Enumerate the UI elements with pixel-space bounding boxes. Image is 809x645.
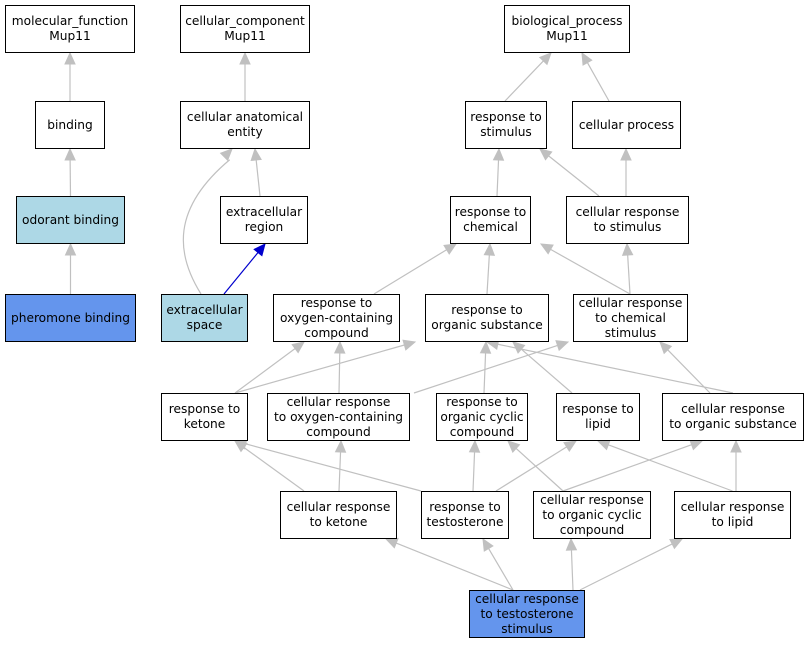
node-response-to-oxygen-containing-compound[interactable]: response to oxygen-containing compound — [273, 294, 400, 342]
edge-crtts-to-crtl — [579, 543, 673, 591]
node-extracellular-region[interactable]: extracellular region — [220, 196, 308, 244]
node-cellular-response-to-chemical-stimulus[interactable]: cellular response to chemical stimulus — [573, 294, 688, 342]
node-odorant-binding[interactable]: odorant binding — [16, 196, 125, 244]
node-response-to-lipid[interactable]: response to lipid — [556, 393, 640, 441]
node-pheromone-binding[interactable]: pheromone binding — [5, 294, 136, 342]
edge-crtos-to-crtcs — [667, 349, 711, 394]
edge-rtk-to-rtos — [234, 344, 405, 394]
node-cellular-response-to-ketone[interactable]: cellular response to ketone — [280, 491, 397, 539]
arrowhead-er-to-cae — [250, 147, 262, 162]
node-response-to-stimulus[interactable]: response to stimulus — [465, 101, 547, 149]
arrowhead-crtts-to-rtt — [482, 537, 494, 552]
edge-crtts-to-crtoccomp — [570, 549, 574, 591]
edge-rtt-to-rtoccomp — [472, 451, 476, 492]
arrowhead-crtos-to-crtcs — [659, 341, 673, 355]
node-cellular-component[interactable]: cellular_component Mup11 — [180, 5, 310, 53]
arrowhead-rtoccomp-to-rtos — [479, 340, 492, 354]
edge-crtoccomp-to-crtos — [562, 444, 692, 492]
edge-crtocc-to-crtcs — [413, 344, 558, 394]
arrowhead-crtk-to-rtk — [234, 440, 248, 453]
arrowhead-crtts-to-crtoccomp — [565, 537, 578, 551]
arrowhead-pb-to-ob — [64, 242, 77, 256]
edge-rtocc-to-rtc — [373, 249, 447, 295]
node-extracellular-space[interactable]: extracellular space — [161, 294, 248, 342]
edge-rts-to-bp — [504, 60, 544, 102]
node-response-to-ketone[interactable]: response to ketone — [161, 393, 248, 441]
edge-rtl-to-rtos — [520, 348, 573, 394]
arrowhead-rtos-to-rtc — [483, 242, 496, 256]
node-response-to-testosterone[interactable]: response to testosterone — [421, 491, 509, 539]
arrowhead-crtcs-to-crts — [621, 242, 634, 256]
arrowhead-crtk-to-crtocc — [334, 439, 347, 453]
arrowhead-crtoccomp-to-rtoccomp — [507, 440, 521, 454]
arrowhead-crtocc-to-crtcs — [555, 340, 570, 352]
edge-crtk-to-crtocc — [338, 451, 342, 492]
node-cellular-response-to-organic-substance[interactable]: cellular response to organic substance — [662, 393, 804, 441]
arrowhead-crtocc-to-rtocc — [333, 340, 346, 354]
edge-crtl-to-rtl — [608, 444, 733, 492]
arrowhead-crtcs-to-rtc — [539, 243, 554, 255]
arrowhead-rtk-to-rtocc — [291, 341, 305, 354]
edge-crtos-to-rtos — [497, 343, 734, 394]
edge-crtoccomp-to-rtoccomp — [515, 447, 564, 492]
edge-rtt-to-rtl — [495, 446, 567, 492]
node-biological-process[interactable]: biological_process Mup11 — [504, 5, 630, 53]
edge-es-to-cae — [182, 159, 231, 295]
edge-rtos-to-rtc — [486, 254, 490, 295]
edge-rtk-to-rtocc — [234, 348, 296, 394]
node-cellular-response-to-organic-cyclic-compound[interactable]: cellular response to organic cyclic comp… — [533, 491, 651, 539]
arrowhead-rtt-to-rtoccomp — [468, 439, 481, 453]
arrowhead-rts-to-bp — [538, 52, 552, 66]
edge-er-to-cae — [255, 159, 261, 197]
node-cellular-response-to-testosterone-stimulus[interactable]: cellular response to testosterone stimul… — [469, 590, 585, 638]
arrowhead-ob-to-binding — [64, 147, 76, 161]
arrowhead-rtt-to-rtl — [563, 440, 578, 452]
node-cellular-response-to-oxygen-containing-compound[interactable]: cellular response to oxygen-containing c… — [267, 393, 410, 441]
edge-crtts-to-crtk — [395, 542, 514, 591]
node-molecular-function[interactable]: molecular_function Mup11 — [5, 5, 135, 53]
edge-crtts-to-rtt — [488, 548, 514, 591]
edge-rtoccomp-to-rtos — [483, 352, 487, 394]
node-binding[interactable]: binding — [35, 101, 105, 149]
node-response-to-organic-cyclic-compound[interactable]: response to organic cyclic compound — [436, 393, 528, 441]
arrowhead-rtocc-to-rtc — [443, 243, 458, 255]
arrowhead-crts-to-rts — [539, 148, 553, 161]
edge-cp-to-bp — [586, 62, 610, 102]
arrowhead-es-to-cae — [219, 148, 233, 162]
node-cellular-process[interactable]: cellular process — [572, 101, 681, 149]
arrowhead-rtc-to-rts — [492, 147, 505, 161]
node-cellular-anatomical-entity[interactable]: cellular anatomical entity — [180, 101, 310, 149]
node-cellular-response-to-stimulus[interactable]: cellular response to stimulus — [566, 196, 689, 244]
edge-crtcs-to-crts — [627, 254, 631, 295]
arrowhead-binding-to-mf — [64, 51, 76, 65]
edge-crtocc-to-rtocc — [338, 352, 341, 394]
node-cellular-response-to-lipid[interactable]: cellular response to lipid — [674, 491, 791, 539]
node-response-to-organic-substance[interactable]: response to organic substance — [425, 294, 549, 342]
arrowhead-crtoccomp-to-crtos — [689, 439, 704, 451]
arrowhead-crtts-to-crtl — [669, 538, 684, 550]
edge-crts-to-rts — [548, 155, 600, 197]
arrowhead-crtts-to-crtk — [384, 537, 399, 549]
arrowhead-crts-to-cp — [620, 147, 632, 161]
edge-rtt-to-rtk — [245, 443, 422, 492]
edge-es-to-er — [223, 252, 259, 295]
node-response-to-chemical[interactable]: response to chemical — [450, 196, 531, 244]
arrowhead-crtl-to-rtl — [596, 439, 611, 451]
arrowhead-crtl-to-crtos — [730, 439, 742, 453]
arrowhead-cae-to-cc — [239, 51, 251, 65]
edge-rtc-to-rts — [496, 159, 500, 197]
arrowhead-cp-to-bp — [581, 51, 593, 66]
arrowhead-es-to-er — [253, 243, 266, 257]
edge-crtk-to-rtk — [243, 446, 305, 492]
edge-crtcs-to-rtc — [550, 248, 631, 295]
arrowhead-rtk-to-rtos — [402, 339, 417, 351]
